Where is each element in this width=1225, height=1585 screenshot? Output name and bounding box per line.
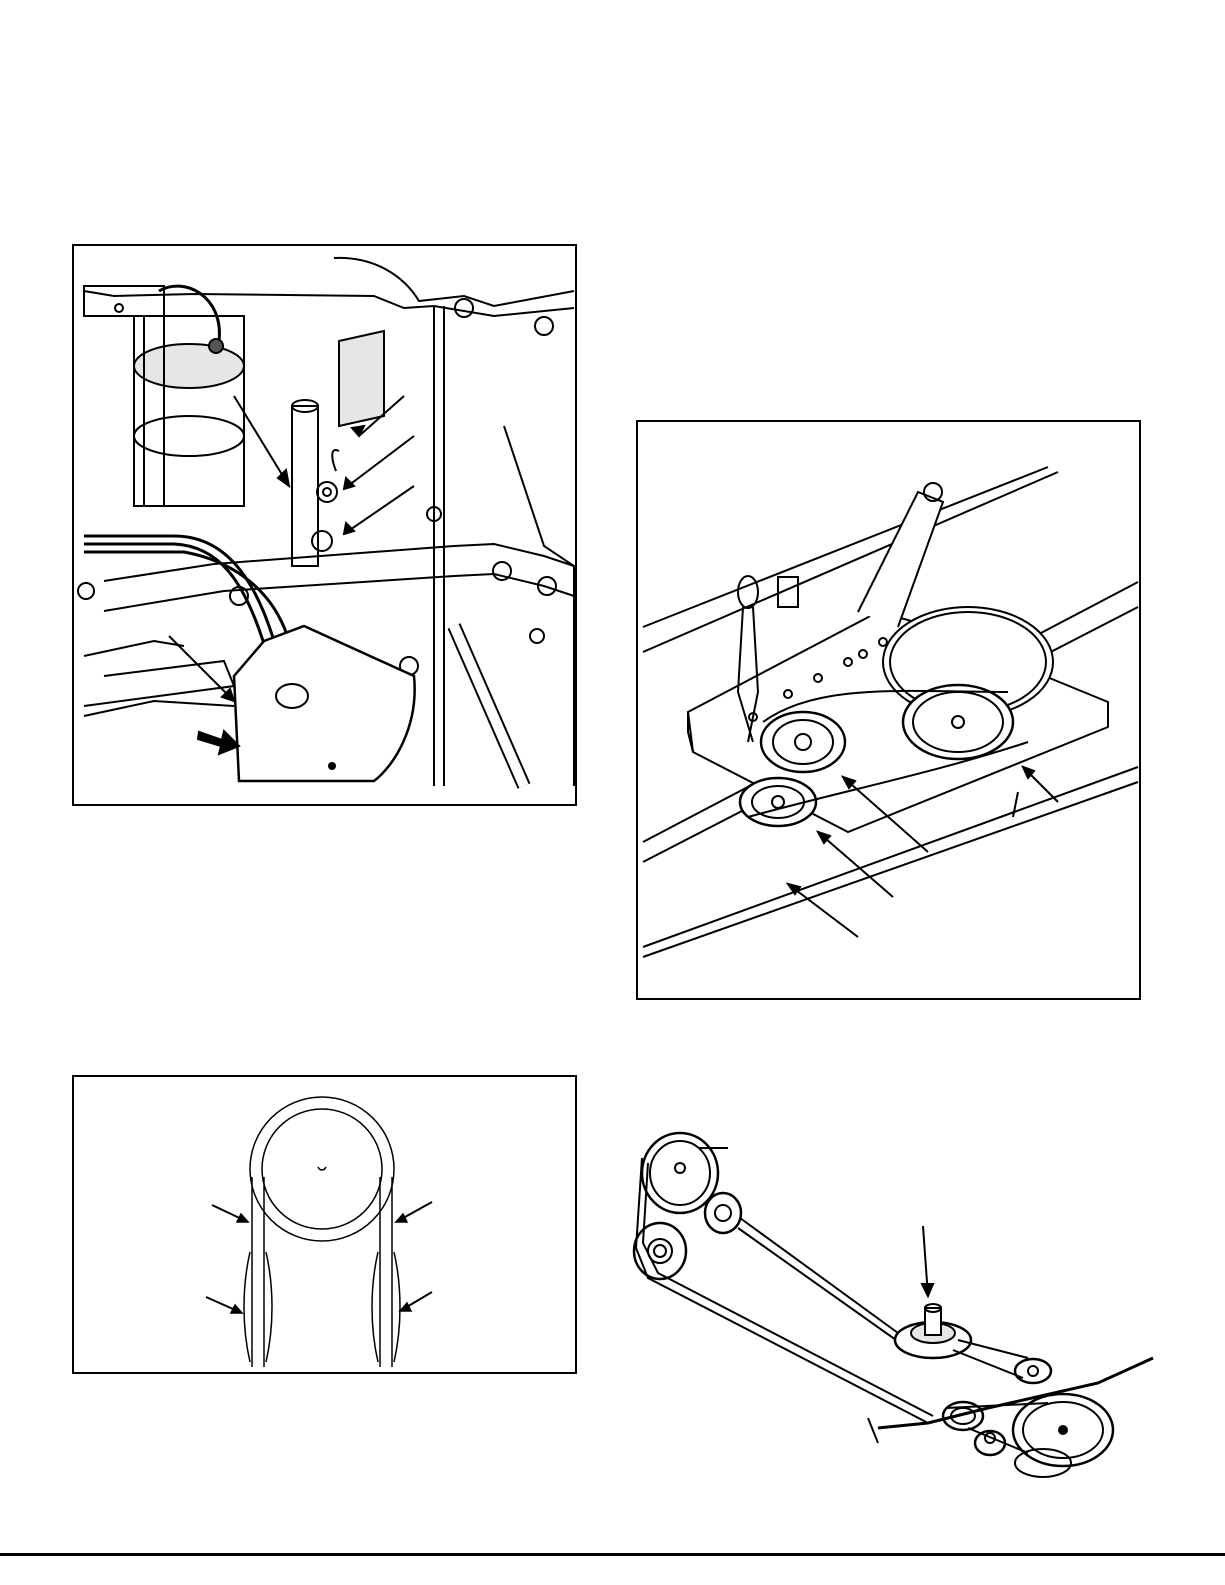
deflector-assembly-figure — [72, 244, 577, 806]
idler-pulley-figure — [636, 420, 1141, 1000]
idler-pulley-drawing — [638, 422, 1139, 998]
belt-guide-figure — [72, 1075, 577, 1374]
deflector-assembly-drawing — [74, 246, 575, 804]
belt-guide-drawing — [74, 1077, 575, 1372]
belt-routing-drawing — [628, 1118, 1160, 1490]
page-footer-rule — [0, 1553, 1225, 1556]
belt-routing-figure — [628, 1118, 1160, 1490]
